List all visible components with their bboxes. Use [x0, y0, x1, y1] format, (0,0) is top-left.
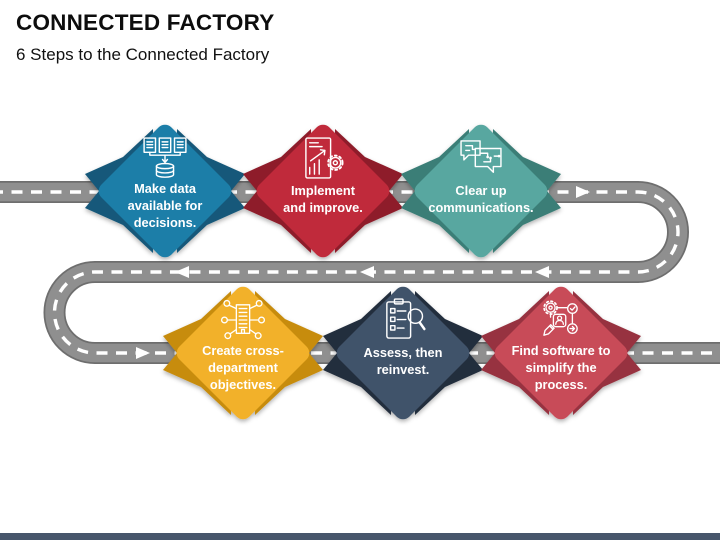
diamond-shape	[336, 286, 470, 420]
step-label-line: Make data	[134, 181, 197, 196]
step-label-line: process.	[535, 377, 588, 392]
step-label-line: Assess, then	[364, 345, 443, 360]
step-label-line: Create cross-	[202, 343, 284, 358]
step-2-diamond: Implement and improve.	[243, 124, 403, 258]
step-label-line: communications.	[428, 200, 533, 215]
step-label-line: Implement	[291, 183, 356, 198]
step-label-line: simplify the	[525, 360, 596, 375]
step-label-line: department	[208, 360, 278, 375]
implement-improve-icon	[305, 137, 344, 179]
diamond-shape	[414, 124, 548, 258]
step-label-line: Clear up	[455, 183, 506, 198]
diamond-shape	[98, 124, 232, 258]
road-arrow-left	[360, 266, 374, 278]
slide-header: CONNECTED FACTORY 6 Steps to the Connect…	[16, 10, 274, 65]
step-label-line: and improve.	[283, 200, 363, 215]
diamond-shape	[256, 124, 390, 258]
communications-icon	[460, 140, 502, 173]
step-label-line: decisions.	[134, 215, 197, 230]
step-label-line: Find software to	[512, 343, 611, 358]
slide-subtitle: 6 Steps to the Connected Factory	[16, 45, 270, 64]
diamond-shape	[494, 286, 628, 420]
assess-reinvest-icon	[386, 298, 426, 339]
data-collection-icon	[143, 137, 187, 178]
road-arrow-left	[175, 266, 189, 278]
step-1-diamond: Make data available for decisions.	[85, 124, 245, 258]
road-arrow-left	[535, 266, 549, 278]
road	[0, 181, 720, 364]
road-arrow-right	[576, 186, 590, 198]
diamond-shape	[176, 286, 310, 420]
cross-department-icon	[220, 299, 266, 340]
software-process-icon	[543, 300, 578, 336]
slide-title: CONNECTED FACTORY	[16, 10, 275, 35]
step-3-diamond: Clear up communications.	[401, 124, 561, 258]
step-label-line: reinvest.	[377, 362, 430, 377]
road-arrow-right	[136, 347, 150, 359]
step-4-diamond: Create cross-department objectives.	[163, 286, 323, 420]
step-label-line: objectives.	[210, 377, 276, 392]
step-label-line: available for	[128, 198, 203, 213]
step-6-diamond: Find software to simplify the process.	[481, 286, 641, 420]
footer-bar	[0, 533, 720, 540]
step-5-diamond: Assess, then reinvest.	[323, 286, 483, 420]
